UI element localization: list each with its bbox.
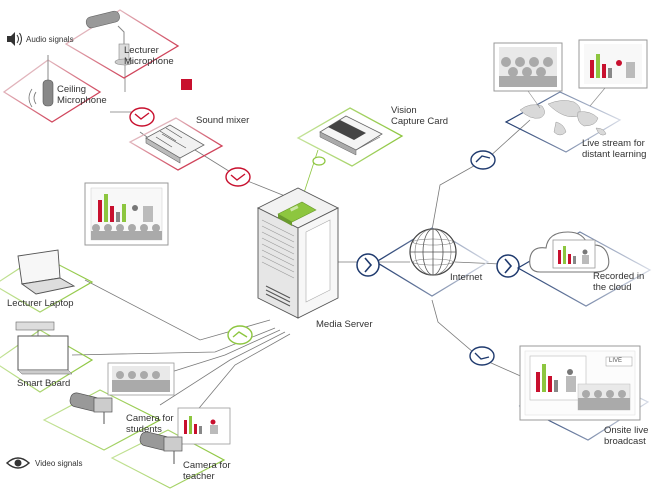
cloud-label: Recorded in the cloud	[593, 271, 645, 293]
media-server	[256, 187, 340, 319]
smart-board-label: Smart Board	[17, 378, 71, 389]
internet-label: Internet	[450, 272, 483, 283]
eye-icon	[5, 457, 31, 469]
live-stream-label: Live stream for distant learning	[582, 138, 647, 160]
lecturer-microphone	[64, 9, 180, 79]
capture-card-label: Vision Capture Card	[391, 105, 449, 127]
output-marker-server	[356, 253, 380, 277]
sound-mixer-label: Sound mixer	[196, 115, 250, 126]
smart-board	[0, 321, 94, 393]
onsite-broadcast-screen	[518, 345, 650, 441]
cloud-storage	[516, 231, 652, 307]
legend-audio-label: Audio signals	[26, 35, 74, 44]
audio-signal-marker-1	[129, 107, 155, 127]
lecture-thumbnail	[84, 182, 169, 246]
students-camera-area	[42, 362, 175, 451]
output-marker-cloud	[496, 254, 520, 278]
lecturer-laptop	[0, 249, 94, 313]
audio-signal-marker-2	[225, 167, 251, 187]
output-marker-onsite	[469, 346, 495, 366]
camera-teacher-label: Camera for teacher	[183, 460, 231, 482]
laptop-label: Lecturer Laptop	[7, 298, 74, 309]
internet-globe	[374, 227, 490, 297]
onsite-broadcast-label: Onsite live broadcast	[604, 425, 649, 447]
lecturer-microphone-label: Lecturer Microphone	[124, 45, 174, 67]
vision-capture-card	[296, 107, 404, 167]
live-badge: LIVE	[609, 358, 623, 364]
audio-signals-legend-icon	[7, 32, 22, 46]
video-signal-marker	[227, 325, 253, 345]
ceiling-microphone	[2, 55, 102, 123]
media-server-label: Media Server	[316, 319, 373, 330]
decor-red-square	[181, 79, 192, 90]
output-marker-stream	[470, 150, 496, 170]
legend-video-label: Video signals	[35, 459, 83, 468]
live-stream-world	[493, 39, 648, 153]
camera-students-label: Camera for students	[126, 413, 174, 435]
sound-mixer	[128, 117, 224, 171]
ceiling-microphone-label: Ceiling Microphone	[57, 84, 107, 106]
teacher-camera-area	[110, 407, 231, 489]
